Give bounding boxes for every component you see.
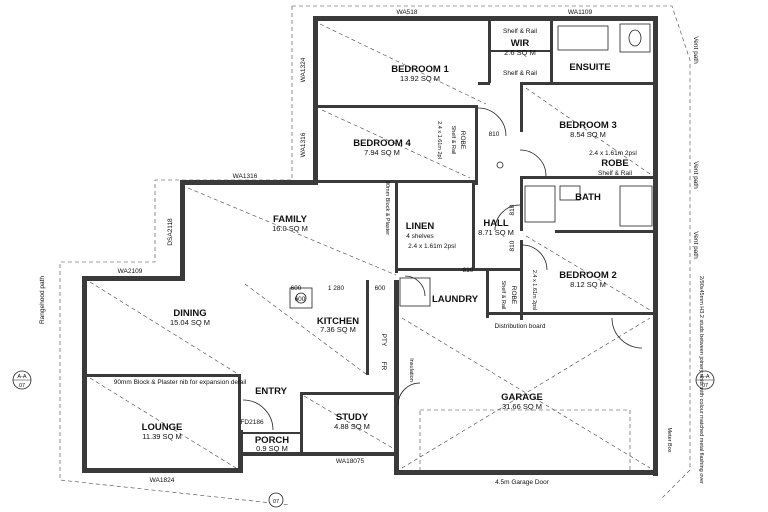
fridge-label: FR — [380, 362, 387, 371]
robe-b1-dim: 2.4 x 1.61m 2pl — [436, 121, 442, 159]
block-plaster-note: 90mm Block & Plaster nib for expansion d… — [114, 379, 247, 386]
room-diagonals — [89, 23, 651, 469]
linen-dim: 2.4 x 1.61m 2psl — [408, 243, 456, 250]
garage-door-outline — [419, 409, 631, 473]
door-810-c: 810 — [509, 240, 516, 251]
window-wa1316-top: WA1316 — [233, 173, 258, 180]
rangehood-path: Rangehood path — [39, 276, 46, 324]
kitchen-name: KITCHEN — [317, 316, 359, 327]
window-wa1824: WA1824 — [150, 477, 175, 484]
window-wa1109: WA1109 — [568, 9, 593, 16]
robe-b1-label: ROBE — [459, 131, 466, 150]
porch-name: PORCH — [255, 435, 289, 446]
section-bottom-number: 07 — [273, 499, 279, 505]
lounge-area: 11.39 SQ M — [142, 432, 181, 441]
kitchen-dim-600-b: 600 — [375, 285, 386, 292]
door-810-b: 810 — [509, 204, 516, 215]
vent-path-2: Vent path — [692, 161, 699, 189]
entry-name: ENTRY — [255, 386, 288, 397]
robe-b1-shelf: Shelf & Rail — [450, 126, 456, 155]
robe-b2-dim: 2.4 x 1.61m 2psl — [531, 270, 537, 310]
section-marker-right: A-A 07 — [695, 370, 715, 390]
stud-note: 2/90x45mm H3.2 studs between joinery uni… — [698, 276, 704, 484]
wir-name: WIR — [511, 38, 530, 49]
bedroom3-area: 8.54 SQ M — [570, 130, 606, 139]
window-wa2109: WA2109 — [118, 268, 143, 275]
interior-walls — [87, 21, 658, 454]
kitchen-dim-600-a: 600 — [291, 285, 302, 292]
kitchen-dim-1280: 1 280 — [328, 285, 345, 292]
hall-area: 8.71 SQ M — [478, 228, 514, 237]
bedroom3-name: BEDROOM 3 — [559, 120, 617, 131]
bedroom1-name: BEDROOM 1 — [391, 64, 449, 75]
robe-b3-dim: 2.4 x 1.61m 2psl — [589, 150, 637, 157]
robe-b3-shelf: Shelf & Rail — [598, 170, 633, 177]
section-aa-left-number: 07 — [19, 383, 25, 389]
door-810-d: 810 — [463, 267, 474, 274]
door-810-a: 810 — [489, 131, 500, 138]
block-note: 90mm Block & Plaster — [384, 181, 390, 235]
linen-note: 4 shelves — [406, 233, 434, 240]
kitchen-area: 7.36 SQ M — [320, 325, 356, 334]
wir-area: 2.6 SQ M — [504, 48, 536, 57]
kitchen-dim-600-c: 600 — [295, 296, 306, 303]
window-wa1324: WA1324 — [300, 57, 307, 82]
dining-area: 15.04 SQ M — [170, 318, 210, 327]
bedroom4-name: BEDROOM 4 — [353, 138, 411, 149]
lounge-name: LOUNGE — [142, 422, 183, 433]
garage-area: 31.66 SQ M — [502, 402, 542, 411]
bedroom4-area: 7.94 SQ M — [364, 148, 400, 157]
window-wa518: WA518 — [396, 9, 417, 16]
ensuite-name: ENSUITE — [569, 62, 610, 73]
study-area: 4.88 SQ M — [334, 422, 370, 431]
robe-b2-shelf: Shelf & Rail — [500, 281, 506, 310]
section-aa-left-label: A-A — [17, 374, 27, 380]
bedroom1-area: 13.92 SQ M — [400, 74, 440, 83]
vent-path-1: Vent path — [692, 36, 699, 64]
section-marker-bottom: 07 — [268, 492, 284, 508]
laundry-name: LAUNDRY — [432, 294, 479, 305]
linen-name: LINEN — [406, 221, 435, 232]
block-plaster-text: 90mm Block & Plaster nib for expansion d… — [114, 379, 247, 386]
hall-name: HALL — [483, 218, 509, 229]
vent-path-3: Vent path — [692, 231, 699, 259]
pantry-label: PTY — [380, 334, 387, 347]
wir-shelf-top: Shelf & Rail — [503, 28, 538, 35]
exterior-walls — [82, 16, 658, 476]
meter-box: Meter Box — [666, 427, 672, 452]
ensuite-fixtures — [289, 23, 653, 309]
section-marker-left: A-A 07 — [12, 370, 32, 390]
family-area: 16.0 SQ M — [272, 224, 308, 233]
bath-name: BATH — [575, 192, 601, 203]
dining-name: DINING — [173, 308, 206, 319]
wir-shelf-bottom: Shelf & Rail — [503, 70, 538, 77]
bedroom2-name: BEDROOM 2 — [559, 270, 617, 281]
robe-b2-label: ROBE — [510, 286, 517, 305]
garage-door-label: 4.5m Garage Door — [495, 479, 550, 486]
bedroom2-area: 8.12 SQ M — [570, 280, 606, 289]
section-aa-right-label: A-A — [700, 374, 710, 380]
family-name: FAMILY — [273, 214, 308, 225]
window-wa1316-left: WA1316 — [300, 132, 307, 157]
distribution-board: Distribution board — [495, 323, 546, 330]
window-wa18075: WA18075 — [336, 458, 365, 465]
door-swings — [242, 107, 643, 431]
insulation-label: Insulation — [408, 358, 414, 382]
window-dsa2118: DSA2118 — [167, 218, 174, 246]
porch-area: 0.9 SQ M — [256, 444, 288, 453]
site-boundary — [59, 5, 691, 506]
garage-name: GARAGE — [501, 392, 543, 403]
section-aa-right-number: 07 — [702, 383, 708, 389]
window-fd2186: FD2186 — [240, 419, 264, 426]
robe-b3-label: ROBE — [601, 158, 628, 169]
study-name: STUDY — [336, 412, 369, 423]
